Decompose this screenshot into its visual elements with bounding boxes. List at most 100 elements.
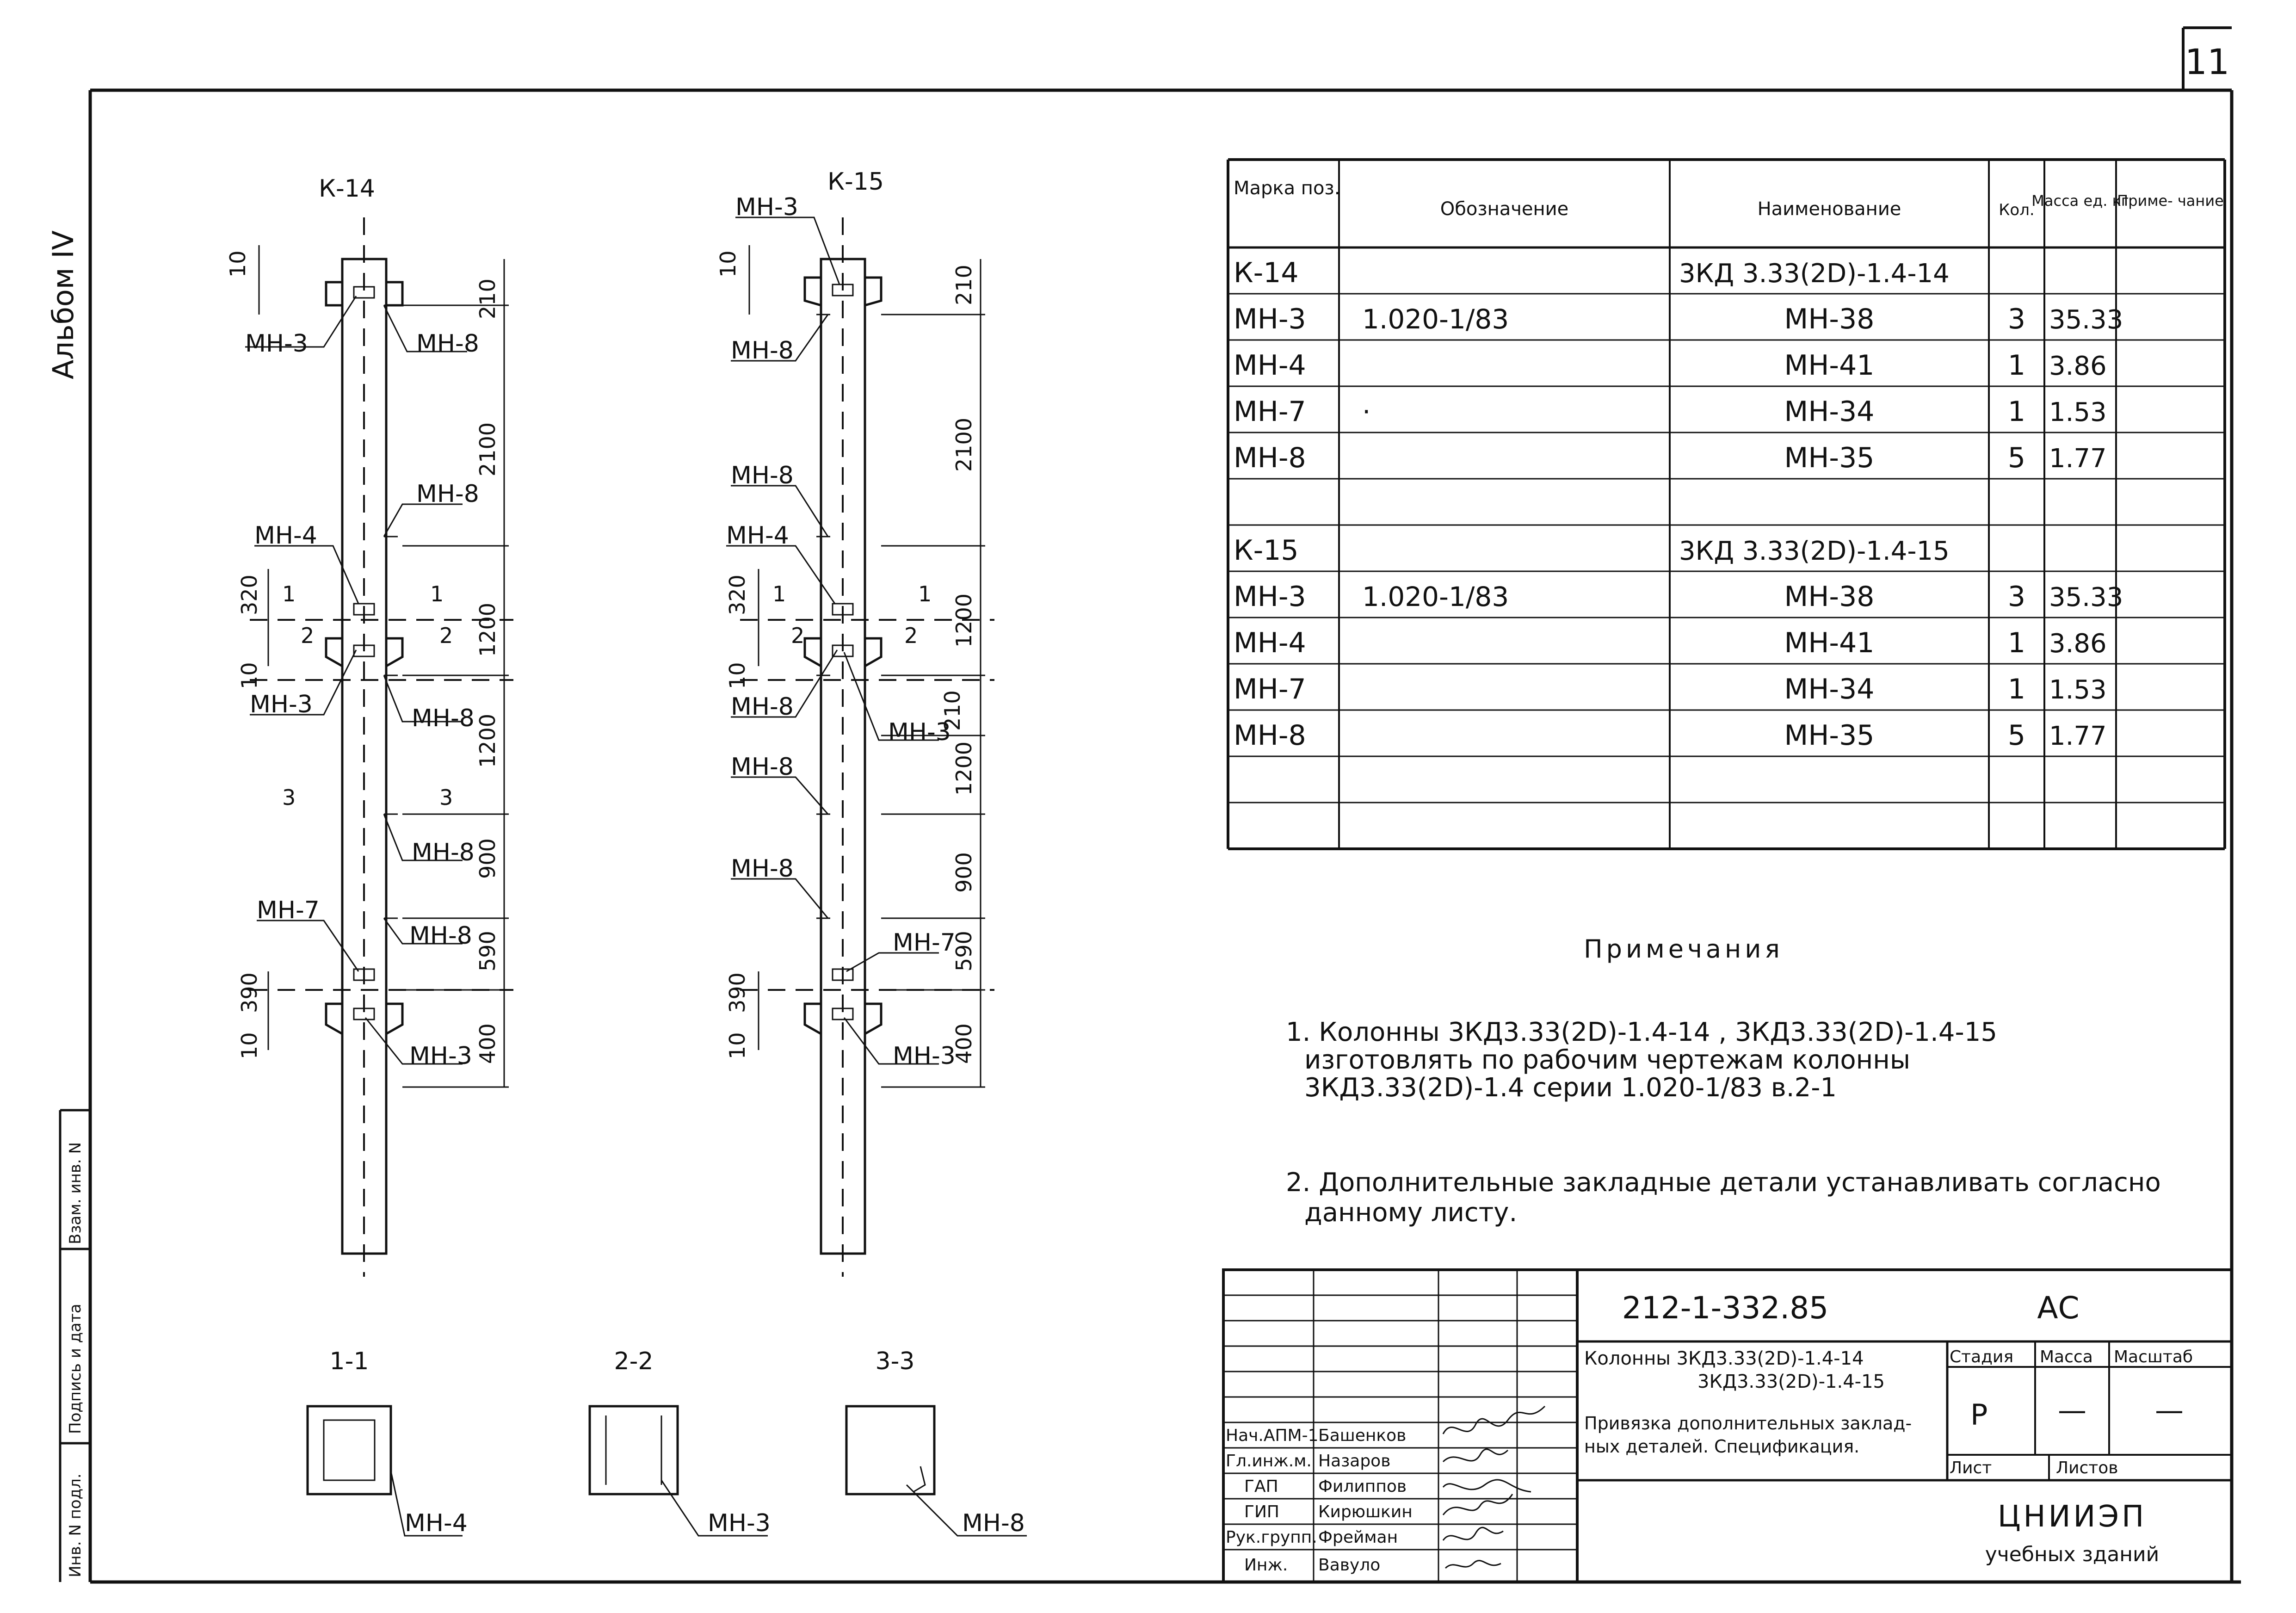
scale-value: — [2155, 1393, 2184, 1427]
staff-name: Назаров [1318, 1452, 1390, 1471]
stage-value: Р [1970, 1398, 1987, 1432]
side-label-sign: Подпись и дата [66, 1304, 85, 1434]
dim-k14-2100: 2100 [475, 422, 500, 476]
section-mark: 2 [301, 623, 314, 648]
spec-cell-mark: К-15 [1234, 534, 1299, 567]
embedded-part-marks [353, 286, 398, 1020]
section-mark: 3 [282, 785, 296, 810]
dim-k15-400: 400 [951, 1023, 976, 1064]
title-line-2: 3КД3.33(2D)-1.4-15 [1697, 1371, 1885, 1392]
title-line-1: Колонны 3КД3.33(2D)-1.4-14 [1584, 1348, 1864, 1369]
spec-cell-mass: 1.77 [2049, 721, 2107, 751]
spec-cell-mass: 1.77 [2049, 444, 2107, 474]
section-title-2: 2-2 [614, 1347, 654, 1375]
label-k15-mn3-bot: МН-3 [893, 1042, 956, 1070]
spec-cell-designation: 1.020-1/83 [1362, 581, 1509, 612]
notes-block: Примечания 1. Колонны 3КД3.33(2D)-1.4-14… [1286, 934, 2161, 1228]
staff-role: Гл.инж.м. [1226, 1452, 1312, 1471]
spec-cell-mark: МН-4 [1234, 627, 1306, 659]
label-k14-mn8-b: МН-8 [416, 480, 479, 508]
note-2-line-2: данному листу. [1304, 1198, 1517, 1228]
dim-k14-400: 400 [475, 1023, 500, 1064]
dim-k15-left-390: 390 [725, 972, 750, 1013]
spec-cell-qty: 1 [2008, 627, 2025, 659]
dim-k15-left-320: 320 [725, 575, 750, 615]
spec-cell-mass: 1.53 [2049, 675, 2107, 705]
spec-cell-mass: 3.86 [2049, 351, 2107, 381]
note-1-line-2: изготовлять по рабочим чертежам колонны [1304, 1045, 1910, 1075]
spec-cell-name: МН-34 [1784, 673, 1875, 705]
spec-header-2: Наименование [1758, 198, 1901, 220]
spec-cell-designation: · [1362, 396, 1370, 427]
label-k15-mn3-top: МН-3 [735, 193, 798, 221]
title-line-3: Привязка дополнительных заклад- [1584, 1413, 1912, 1434]
spec-cell-mark: МН-7 [1234, 396, 1306, 428]
section-title-1: 1-1 [330, 1347, 369, 1375]
spec-cell-mass: 35.33 [2049, 305, 2123, 335]
spec-cell-mass: 1.53 [2049, 397, 2107, 427]
spec-cell-designation: 1.020-1/83 [1362, 303, 1509, 335]
dim-k15-left-10a: 10 [716, 250, 741, 278]
note-1-line-1: 1. Колонны 3КД3.33(2D)-1.4-14 , 3КД3.33(… [1286, 1017, 1997, 1047]
section-mark: 1 [772, 581, 786, 606]
spec-cell-mark: К-14 [1234, 257, 1299, 289]
spec-cell-name: 3КД 3.33(2D)-1.4-14 [1679, 259, 1950, 289]
spec-cell-mass: 3.86 [2049, 629, 2107, 659]
section-label-2: МН-3 [708, 1509, 771, 1537]
section-title-3: 3-3 [876, 1347, 915, 1375]
spec-cell-qty: 1 [2008, 349, 2025, 382]
spec-cell-qty: 1 [2008, 673, 2025, 705]
label-k14-mn4: МН-4 [254, 522, 317, 550]
label-k14-mn8-e: МН-8 [409, 922, 472, 950]
spec-header-3: Кол. [1999, 201, 2034, 219]
org-subname: учебных зданий [1985, 1543, 2160, 1566]
spec-header-5: Приме- чание [2117, 192, 2224, 210]
section-mark: 1 [282, 581, 296, 606]
spec-cell-qty: 1 [2008, 396, 2025, 428]
dim-k15-left-10b: 10 [725, 662, 750, 689]
title-block: 212-1-332.85 АС Колонны 3КД3.33(2D)-1.4-… [1222, 1268, 2233, 1583]
album-label: Альбом IV [46, 230, 80, 379]
column-k15-drawing: К-15 [716, 168, 994, 1277]
section-mark: 1 [918, 581, 932, 606]
spec-cell-name: МН-41 [1784, 349, 1875, 382]
scale-header: Масштаб [2114, 1347, 2193, 1366]
spec-cell-mark: МН-8 [1234, 719, 1306, 752]
label-k15-mn7: МН-7 [893, 929, 956, 957]
spec-cell-qty: 5 [2008, 442, 2025, 474]
org-name: ЦНИИЭП [1998, 1500, 2147, 1534]
staff-name: Кирюшкин [1318, 1502, 1413, 1521]
mass-header: Масса [2040, 1347, 2093, 1366]
spec-cell-mass: 35.33 [2049, 582, 2123, 612]
dim-k15-1200b: 1200 [951, 742, 976, 796]
section-mark: 3 [439, 785, 453, 810]
spec-cell-mark: МН-3 [1234, 581, 1306, 613]
spec-cell-name: МН-35 [1784, 442, 1875, 474]
embedded-part-marks [816, 284, 854, 1020]
section-mark: 2 [904, 623, 918, 648]
dim-k15-900: 900 [951, 852, 976, 893]
sheets-header: Листов [2056, 1458, 2118, 1477]
dim-k15-210a: 210 [951, 265, 976, 305]
side-label-inv: Инв. N подл. [66, 1473, 85, 1577]
dim-k14-left-390: 390 [237, 972, 262, 1013]
label-k15-mn3-mid: МН-3 [888, 718, 951, 746]
staff-name: Филиппов [1318, 1477, 1407, 1496]
dim-k14-left-10b: 10 [237, 662, 262, 689]
section-label-3: МН-8 [962, 1509, 1025, 1537]
label-k15-mn8-a: МН-8 [731, 337, 794, 365]
spec-cell-mark: МН-4 [1234, 349, 1306, 382]
section-mark: 2 [439, 623, 453, 648]
dim-k15-left-10c: 10 [725, 1032, 750, 1059]
staff-name: Башенков [1318, 1426, 1406, 1445]
staff-role: ГАП [1244, 1477, 1278, 1496]
note-2-line-1: 2. Дополнительные закладные детали устан… [1286, 1168, 2161, 1198]
staff-role: ГИП [1244, 1502, 1279, 1521]
label-k14-mn3-mid: МН-3 [250, 691, 313, 718]
label-k15-mn8-c: МН-8 [731, 693, 794, 721]
dim-k14-1200a: 1200 [475, 603, 500, 657]
notes-title: Примечания [1584, 934, 1784, 964]
doc-code: 212-1-332.85 [1622, 1290, 1829, 1326]
spec-header-1: Обозначение [1440, 198, 1569, 220]
